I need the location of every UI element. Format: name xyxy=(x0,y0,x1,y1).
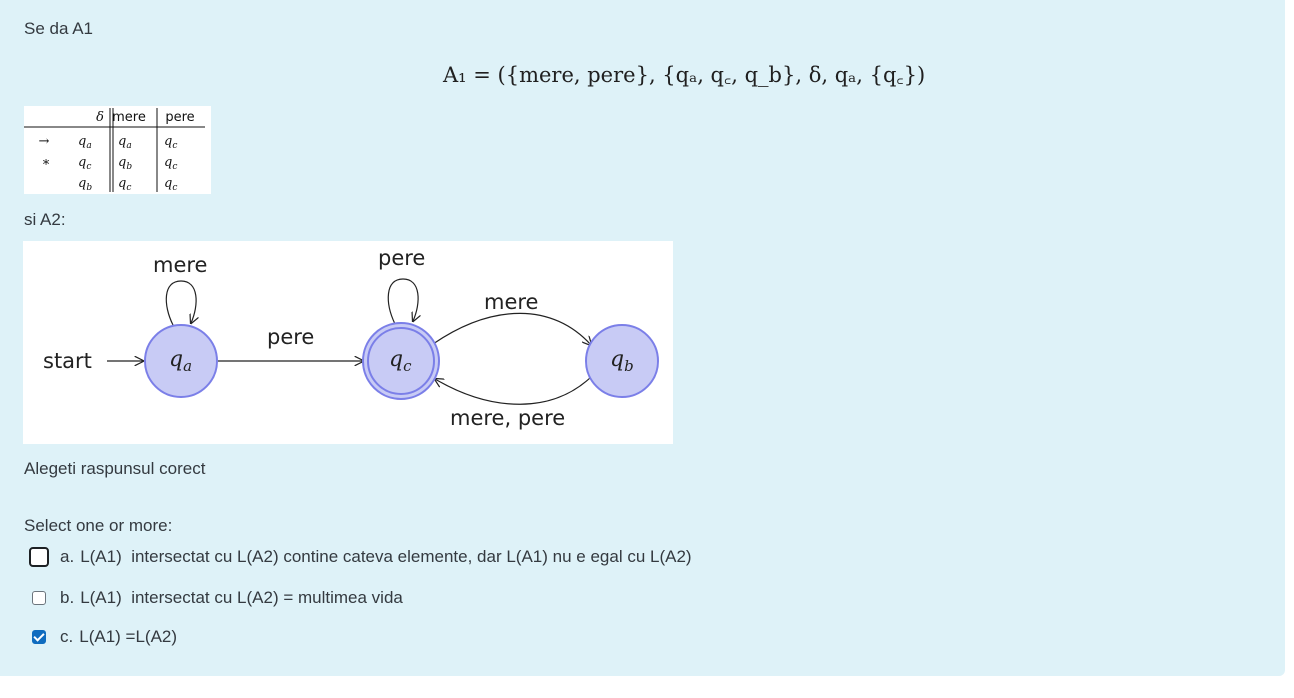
answer-letter-c: c. xyxy=(60,627,74,646)
svg-text:qc: qc xyxy=(164,134,177,151)
automaton-formula: A₁ = ({mere, pere}, {qₐ, q꜀, q_b}, δ, qₐ… xyxy=(443,63,926,87)
checkbox-a[interactable] xyxy=(29,547,49,567)
svg-text:qc: qc xyxy=(164,155,177,172)
state-qb: qb xyxy=(585,324,659,398)
table-row-marker-final: ∗ xyxy=(42,155,51,170)
second-automaton-label: si A2: xyxy=(24,210,66,229)
checkbox-b[interactable] xyxy=(32,591,46,605)
label-edge-qb-qc: mere, pere xyxy=(450,406,565,430)
loop-qc xyxy=(387,278,418,325)
table-header-pere: pere xyxy=(165,110,194,125)
answer-text-b: L(A1) intersectat cu L(A2) = multimea vi… xyxy=(80,588,403,607)
answer-letter-a: a. xyxy=(60,547,75,566)
state-qa: qa xyxy=(144,324,218,398)
transition-table: δ mere pere → ∗ qa qa qc qc qb qc qb qc … xyxy=(24,106,211,194)
edge-qc-qb xyxy=(432,312,591,345)
start-label: start xyxy=(43,349,92,373)
question-intro: Se da A1 xyxy=(24,19,94,38)
svg-text:qb: qb xyxy=(78,176,92,193)
instruction-text: Alegeti raspunsul corect xyxy=(24,459,206,478)
automaton-diagram: start mere pere pere mere mere, pere qa xyxy=(23,241,673,444)
state-qc-accepting: qc xyxy=(362,322,440,400)
svg-text:qc: qc xyxy=(78,155,91,172)
table-row-marker-start: → xyxy=(39,134,50,149)
answer-option-a[interactable]: a. L(A1) intersectat cu L(A2) contine ca… xyxy=(28,547,692,567)
table-header-delta: δ xyxy=(96,110,104,125)
svg-text:qc: qc xyxy=(164,176,177,193)
label-loop-qa: mere xyxy=(153,253,207,277)
answer-text-a: L(A1) intersectat cu L(A2) contine catev… xyxy=(80,547,692,566)
table-header-mere: mere xyxy=(112,110,146,125)
svg-text:qa: qa xyxy=(118,134,132,151)
answer-option-b[interactable]: b. L(A1) intersectat cu L(A2) = multimea… xyxy=(28,588,403,608)
answer-option-c[interactable]: c. L(A1) =L(A2) xyxy=(28,627,177,647)
label-edge-qc-qb: mere xyxy=(484,290,538,314)
answer-text-c: L(A1) =L(A2) xyxy=(79,627,178,646)
edge-qb-qc xyxy=(435,376,592,405)
svg-text:qb: qb xyxy=(118,155,132,172)
label-edge-qa-qc: pere xyxy=(267,325,314,349)
svg-text:qa: qa xyxy=(78,134,92,151)
checkbox-c[interactable] xyxy=(32,630,46,644)
svg-text:qc: qc xyxy=(118,176,131,193)
label-loop-qc: pere xyxy=(378,246,425,270)
question-card: Se da A1 A₁ = ({mere, pere}, {qₐ, q꜀, q_… xyxy=(0,0,1285,676)
loop-qa xyxy=(165,280,196,325)
select-prompt: Select one or more: xyxy=(24,516,173,535)
answer-letter-b: b. xyxy=(60,588,75,607)
